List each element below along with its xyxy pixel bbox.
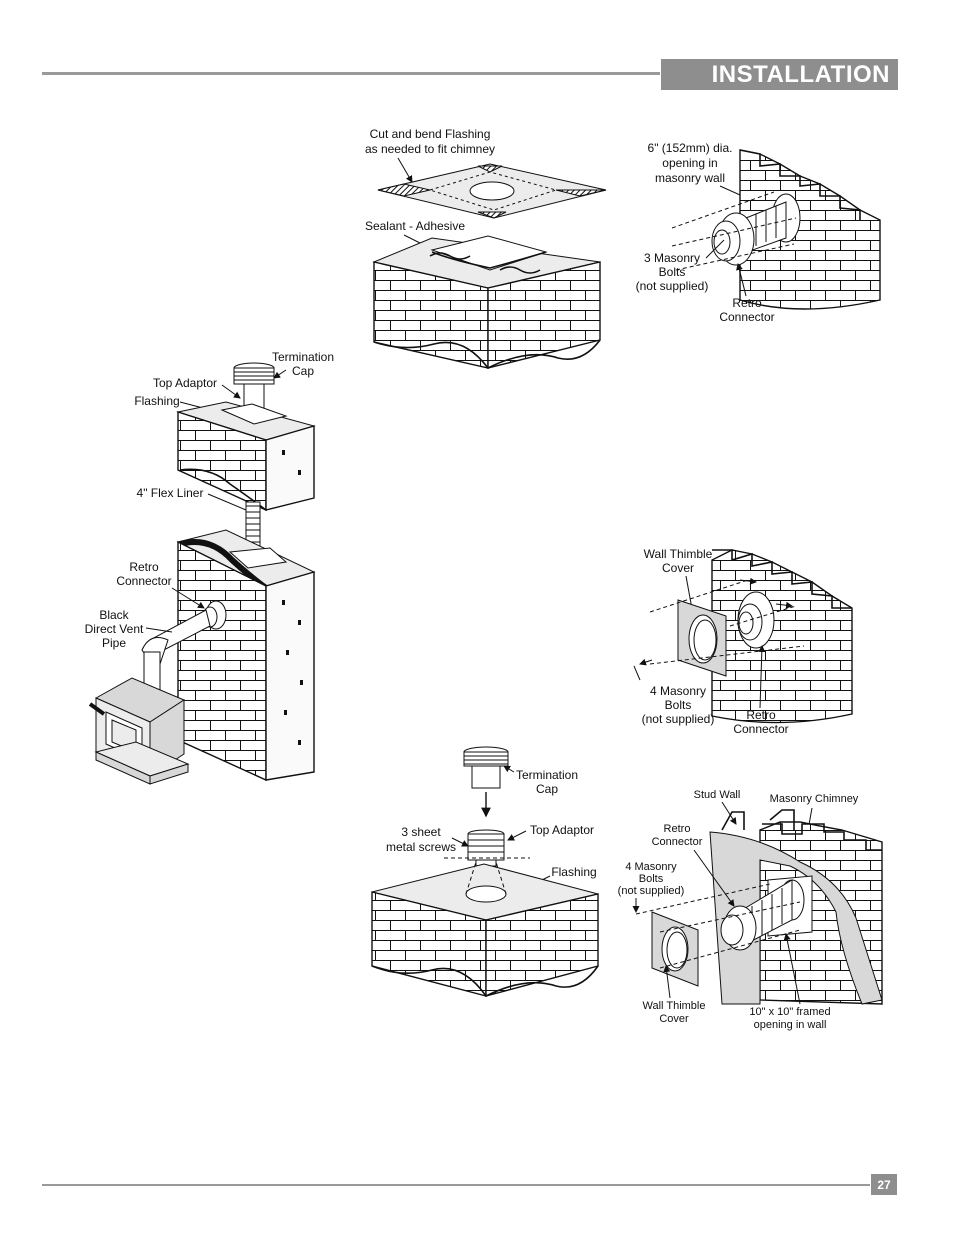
label-screws-2: metal screws	[386, 840, 456, 854]
label-thimble-connector-2: Connector	[733, 722, 788, 736]
label-thimble-connector-1: Retro	[746, 708, 776, 722]
label-sealant: Sealant - Adhesive	[365, 219, 465, 233]
label-stud-wall: Stud Wall	[694, 789, 741, 801]
label-cap-top-adaptor: Top Adaptor	[530, 823, 594, 837]
figure-flashing-chimney: Cut and bend Flashing as needed to fit c…	[365, 127, 607, 370]
label-opening-1: 6" (152mm) dia.	[648, 141, 733, 155]
label-bolts-1: 3 Masonry	[644, 251, 700, 265]
label-pipe-3: Pipe	[102, 636, 126, 650]
label-top-adaptor: Top Adaptor	[153, 376, 217, 390]
label-framed-opening-1: 10" x 10" framed	[749, 1006, 830, 1018]
label-stud-bolts-1: 4 Masonry	[625, 861, 677, 873]
label-flex-liner: 4" Flex Liner	[137, 486, 204, 500]
label-cut-bend-2: as needed to fit chimney	[365, 142, 495, 156]
label-cap-flashing: Flashing	[551, 865, 596, 879]
label-stud-cover-1: Wall Thimble	[643, 1000, 706, 1012]
label-thimble-cover-2: Cover	[662, 561, 694, 575]
label-cap-termination-1: Termination	[516, 768, 578, 782]
label-stud-bolts-3: (not supplied)	[618, 885, 685, 897]
label-flashing: Flashing	[134, 394, 179, 408]
label-thimble-bolts-3: (not supplied)	[642, 712, 715, 726]
label-masonry-chimney: Masonry Chimney	[770, 793, 859, 805]
label-pipe-2: Direct Vent	[85, 622, 144, 636]
figure-installation-overview: Termination Cap Top Adaptor Flashing 4" …	[85, 350, 334, 785]
figure-stud-wall: Stud Wall Masonry Chimney R	[618, 789, 883, 1031]
label-thimble-bolts-1: 4 Masonry	[650, 684, 706, 698]
label-connector-1: Retro	[732, 296, 762, 310]
label-connector-2: Connector	[719, 310, 774, 324]
label-bolts-2: Bolts	[659, 265, 686, 279]
figure-wall-thimble: Wall Thimble Cover 4 Masonry Bolts (not …	[633, 547, 853, 736]
label-retro-connector-2: Connector	[116, 574, 171, 588]
figure-masonry-wall: 6" (152mm) dia. opening in masonry wall …	[636, 141, 881, 324]
label-framed-opening-2: opening in wall	[754, 1019, 827, 1031]
footer-rule	[42, 1184, 870, 1186]
label-stud-cover-2: Cover	[659, 1013, 689, 1025]
label-cut-bend-1: Cut and bend Flashing	[370, 127, 491, 141]
label-thimble-bolts-2: Bolts	[665, 698, 692, 712]
label-screws-1: 3 sheet	[401, 825, 441, 839]
label-termination-cap-2: Cap	[292, 364, 314, 378]
label-bolts-3: (not supplied)	[636, 279, 709, 293]
label-opening-3: masonry wall	[655, 171, 725, 185]
label-thimble-cover-1: Wall Thimble	[644, 547, 713, 561]
label-stud-bolts-2: Bolts	[639, 873, 664, 885]
label-cap-termination-2: Cap	[536, 782, 558, 796]
label-stud-connector-1: Retro	[664, 823, 691, 835]
label-opening-2: opening in	[662, 156, 717, 170]
label-termination-cap-1: Termination	[272, 350, 334, 364]
label-pipe-1: Black	[99, 608, 129, 622]
label-stud-connector-2: Connector	[652, 836, 703, 848]
label-retro-connector-1: Retro	[129, 560, 159, 574]
header-rule	[42, 72, 660, 75]
figure-cap-assembly: Termination Cap 3 sheet metal screws Top…	[371, 746, 599, 998]
section-title: INSTALLATION	[661, 59, 898, 90]
flashing-hole	[469, 181, 515, 201]
page-number: 27	[871, 1174, 897, 1195]
